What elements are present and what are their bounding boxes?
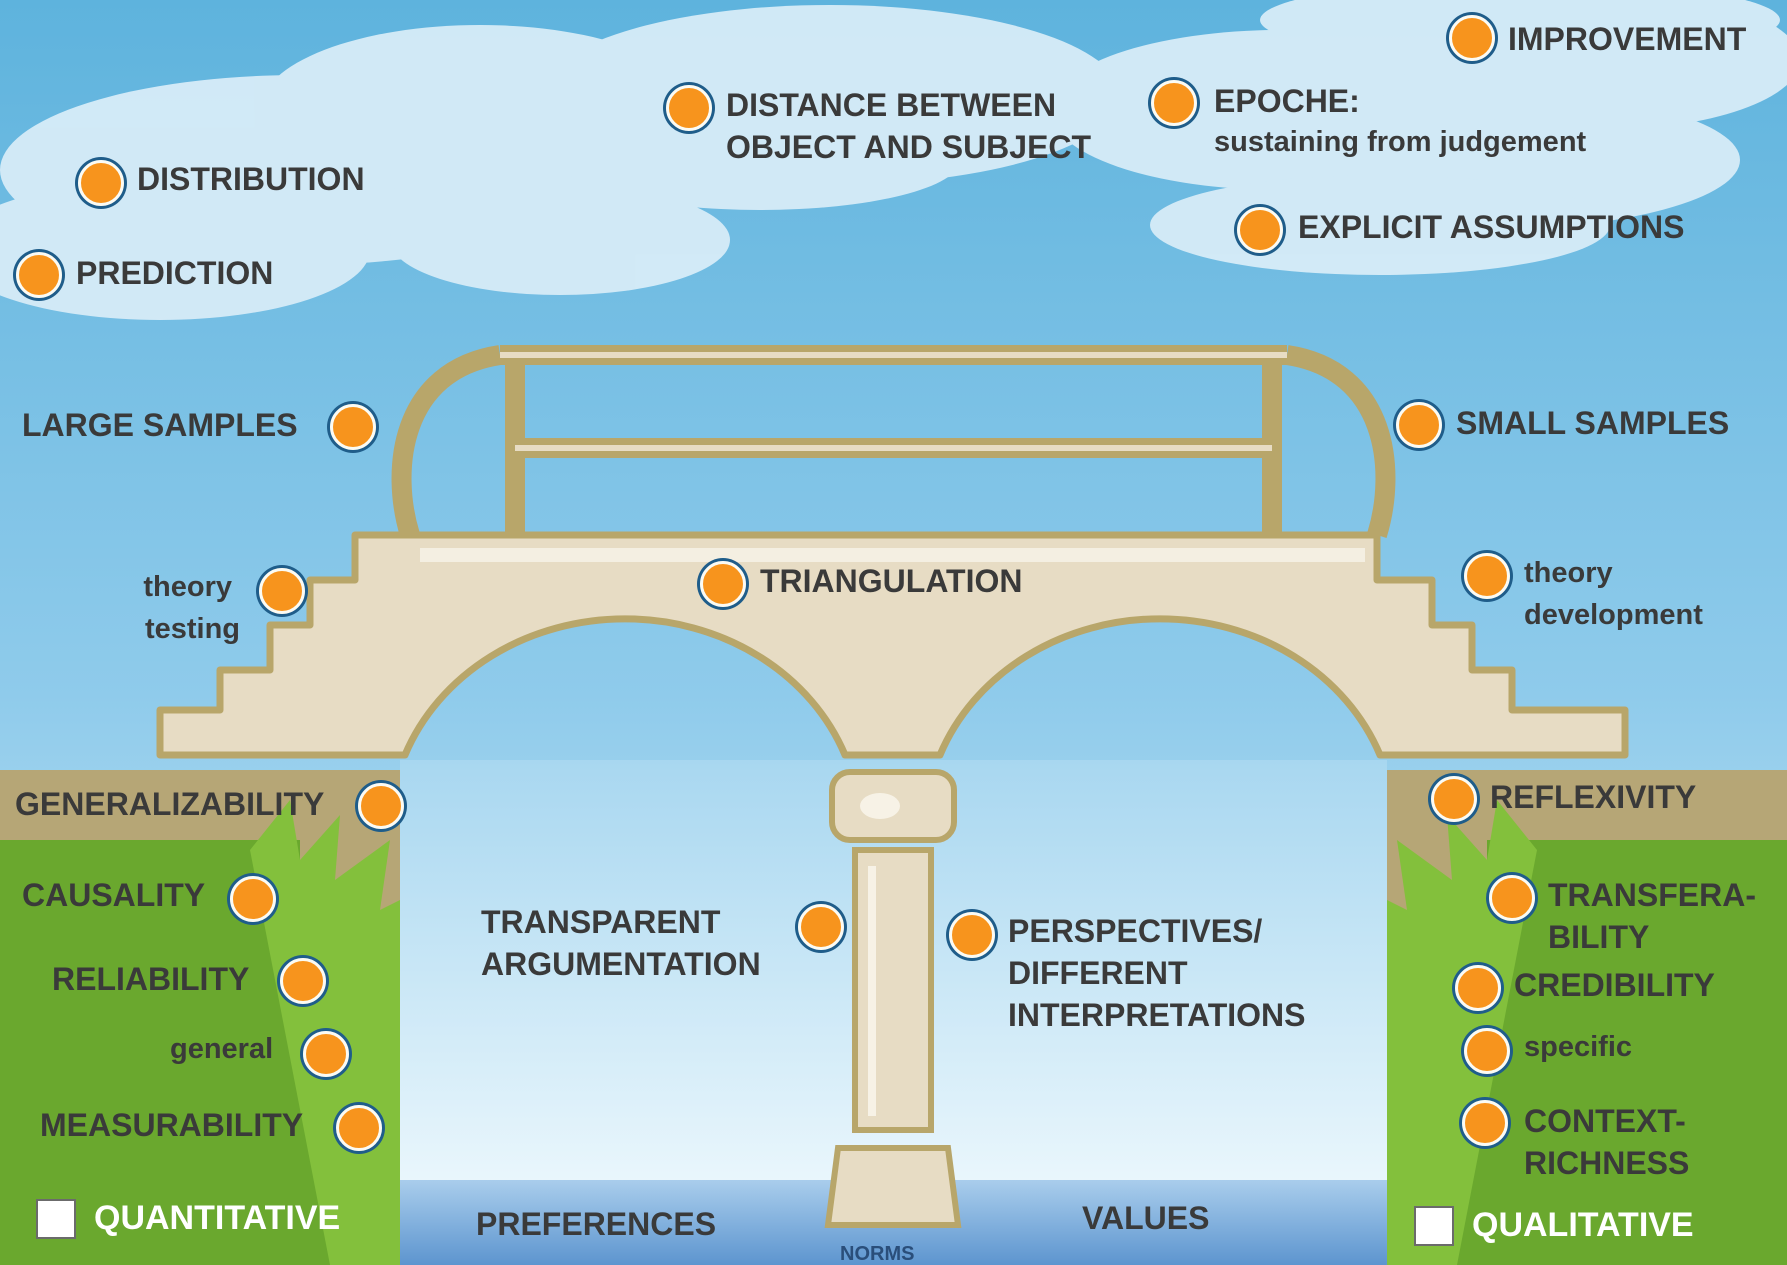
norms-label: NORMS <box>840 1243 915 1265</box>
perspectives-label-line3: INTERPRETATIONS <box>1008 997 1306 1033</box>
distribution-dot <box>78 160 124 206</box>
small-samples-dot <box>1396 402 1442 448</box>
perspectives-label-line1: PERSPECTIVES/ <box>1008 913 1263 949</box>
small-samples-label: SMALL SAMPLES <box>1456 405 1730 441</box>
credibility-dot <box>1455 965 1501 1011</box>
explicit-assumptions-label: EXPLICIT ASSUMPTIONS <box>1298 209 1685 245</box>
explicit-assumptions-dot <box>1237 207 1283 253</box>
context-richness-dot <box>1462 1100 1508 1146</box>
transferability-label-line2: BILITY <box>1548 919 1650 955</box>
bridge-pillar <box>824 769 962 1228</box>
theory-testing-dot <box>259 568 305 614</box>
transparent-argumentation-line2: ARGUMENTATION <box>481 946 761 982</box>
prediction-label: PREDICTION <box>76 255 274 291</box>
credibility-label: CREDIBILITY <box>1514 967 1715 1003</box>
triangulation-dot <box>700 561 746 607</box>
improvement-dot <box>1449 15 1495 61</box>
epoche-label-line2: sustaining from judgement <box>1214 126 1587 158</box>
generalizability-label: GENERALIZABILITY <box>15 786 325 822</box>
causality-label: CAUSALITY <box>22 877 206 913</box>
context-richness-label-line1: CONTEXT- <box>1524 1103 1686 1139</box>
prediction-dot <box>16 252 62 298</box>
specific-dot <box>1464 1028 1510 1074</box>
quantitative-legend-label: QUANTITATIVE <box>94 1199 341 1237</box>
quantitative-legend-swatch <box>36 1199 76 1239</box>
reflexivity-label: REFLEXIVITY <box>1490 779 1697 815</box>
improvement-label: IMPROVEMENT <box>1508 21 1747 57</box>
grass-tufts <box>250 800 1537 1265</box>
distance-dot <box>666 85 712 131</box>
theory-development-label-line2: development <box>1524 599 1703 631</box>
theory-development-dot <box>1464 553 1510 599</box>
theory-development-label-line1: theory <box>1524 557 1613 589</box>
qualitative-legend-label: QUALITATIVE <box>1472 1206 1694 1244</box>
qualitative-legend-swatch <box>1414 1206 1454 1246</box>
specific-label: specific <box>1524 1031 1632 1063</box>
measurability-label: MEASURABILITY <box>40 1107 304 1143</box>
bridge-deck <box>156 531 1629 759</box>
general-label: general <box>170 1033 274 1065</box>
perspectives-dot <box>949 912 995 958</box>
reliability-dot <box>280 958 326 1004</box>
theory-testing-label-line1: theory <box>143 571 232 603</box>
measurability-dot <box>336 1105 382 1151</box>
transferability-dot <box>1489 875 1535 921</box>
distribution-label: DISTRIBUTION <box>137 161 365 197</box>
reflexivity-dot <box>1431 776 1477 822</box>
general-dot <box>303 1031 349 1077</box>
distance-label-line1: DISTANCE BETWEEN <box>726 87 1057 123</box>
reliability-label: RELIABILITY <box>52 961 250 997</box>
epoche-dot <box>1151 80 1197 126</box>
transferability-label-line1: TRANSFERA- <box>1548 877 1756 913</box>
perspectives-label-line2: DIFFERENT <box>1008 955 1188 991</box>
transparent-argumentation-line1: TRANSPARENT <box>481 904 721 940</box>
distance-label-line2: OBJECT AND SUBJECT <box>726 129 1092 165</box>
triangulation-label: TRIANGULATION <box>760 563 1023 599</box>
large-samples-label: LARGE SAMPLES <box>22 407 298 443</box>
large-samples-dot <box>330 404 376 450</box>
theory-testing-label-line2: testing <box>144 613 240 645</box>
context-richness-label-line2: RICHNESS <box>1524 1145 1690 1181</box>
transparent-argumentation-dot <box>798 904 844 950</box>
causality-dot <box>230 876 276 922</box>
generalizability-dot <box>358 783 404 829</box>
epoche-label-line1: EPOCHE: <box>1214 83 1360 119</box>
values-label: VALUES <box>1082 1200 1210 1236</box>
preferences-label: PREFERENCES <box>476 1206 717 1242</box>
